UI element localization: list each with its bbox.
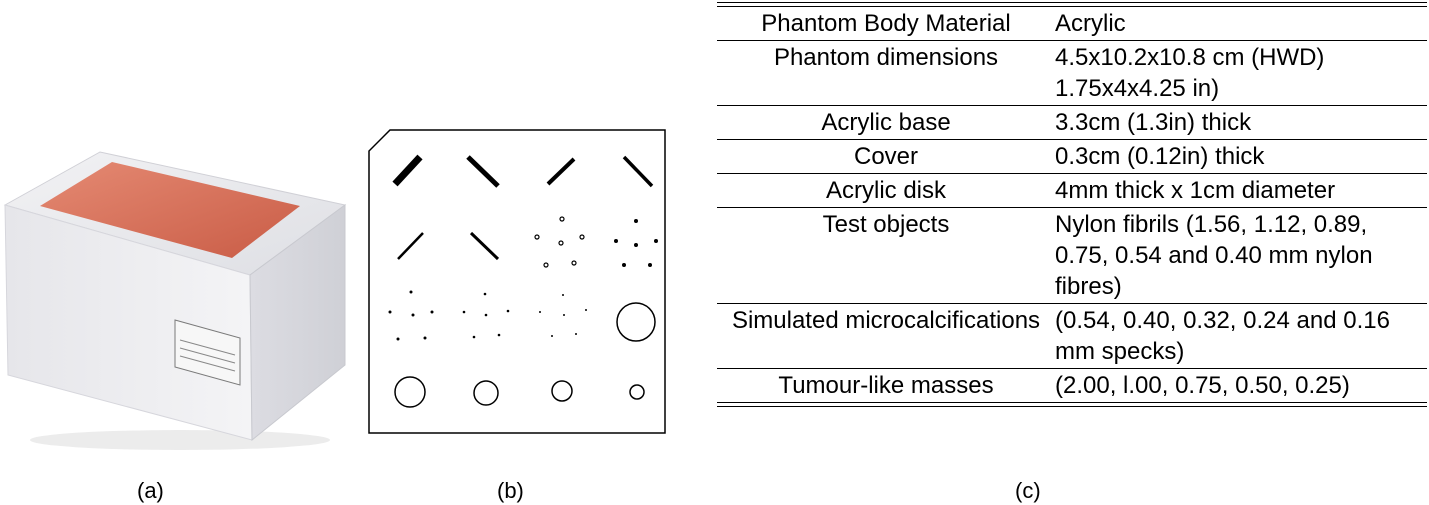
phantom-photo [0,140,350,460]
fiber [466,155,500,188]
value-cell: Acrylic [1055,7,1427,41]
value-cell: 4mm thick x 1cm diameter [1055,173,1427,208]
table-row: Tumour-like masses(2.00, l.00, 0.75, 0.5… [717,368,1427,403]
property-cell: Acrylic disk [717,173,1055,208]
property-cell: Tumour-like masses [717,368,1055,403]
value-cell: 4.5x10.2x10.8 cm (HWD) 1.75x4x4.25 in) [1055,40,1427,106]
mass [394,376,426,408]
property-cell: Simulated microcalcifications [717,303,1055,369]
table-row: Simulated microcalcifications(0.54, 0.40… [717,303,1427,369]
mass [616,302,656,342]
mass-group [394,302,656,408]
phantom-schematic [368,129,666,434]
property-cell: Phantom Body Material [717,7,1055,41]
value-cell: (2.00, l.00, 0.75, 0.50, 0.25) [1055,368,1427,403]
fiber [397,232,424,260]
speck-group [539,294,587,337]
mass [551,380,573,402]
property-cell: Test objects [717,207,1055,304]
speck-group [388,290,434,341]
speck-group [462,292,510,339]
mass [473,380,499,406]
fiber [546,157,576,186]
fiber [469,231,500,261]
caption-a: (a) [137,478,164,503]
mass [629,384,645,400]
phantom-photo-drawing [3,151,347,450]
fiber [392,154,423,187]
caption-c: (c) [1015,478,1041,503]
property-cell: Acrylic base [717,105,1055,140]
property-cell: Phantom dimensions [717,40,1055,106]
caption-b: (b) [497,478,524,503]
speck-group [534,216,585,268]
value-cell: Nylon fibrils (1.56, 1.12, 0.89, 0.75, 0… [1055,207,1427,304]
phantom-schematic-drawing [368,129,666,434]
fiber [622,155,654,188]
value-cell: 0.3cm (0.12in) thick [1055,139,1427,174]
property-cell: Cover [717,139,1055,174]
value-cell: 3.3cm (1.3in) thick [1055,105,1427,140]
value-cell: (0.54, 0.40, 0.32, 0.24 and 0.16 mm spec… [1055,303,1427,369]
speck-group [614,219,658,267]
